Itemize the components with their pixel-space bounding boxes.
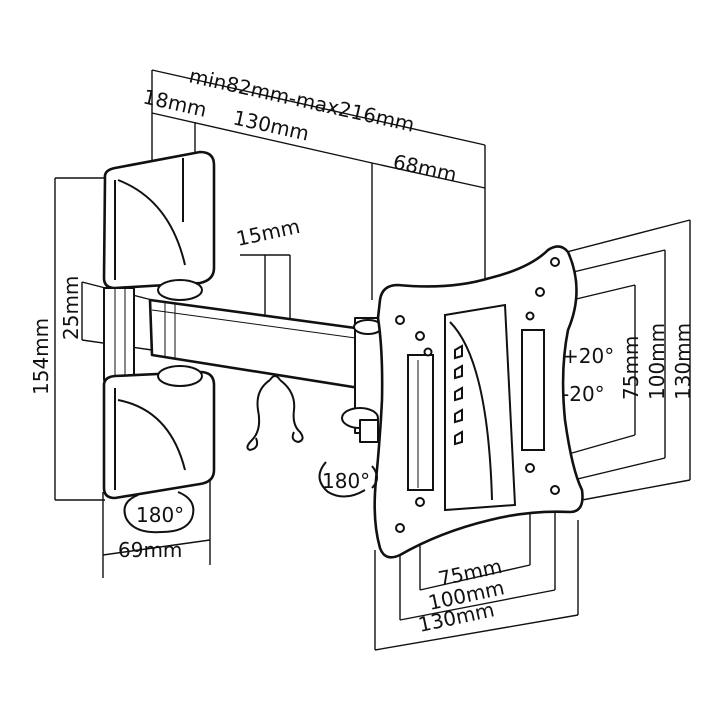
wall-swivel-label: 180° <box>136 503 184 527</box>
vesa-vertical-130-label: 130mm <box>671 323 695 400</box>
vesa-holes <box>395 257 560 533</box>
dimension-lines <box>54 69 691 651</box>
vesa-plate <box>373 245 584 559</box>
rotation-arrows <box>123 461 378 534</box>
tilt-down-label: -20° <box>562 382 605 406</box>
arm-height-label: 15mm <box>234 214 302 251</box>
wall-plate-height-label: 154mm <box>29 318 53 395</box>
tilt-up-label: +20° <box>562 344 614 368</box>
head-depth-label: 68mm <box>391 149 459 186</box>
arm-thickness-label: 25mm <box>59 276 83 340</box>
wall-plate-depth-label: 18mm <box>141 84 209 121</box>
arm-swivel-label: 180° <box>322 469 370 493</box>
wall-plate <box>102 150 216 500</box>
rotation-labels: 180° 180° +20° -20° <box>136 344 614 527</box>
vesa-vertical-75-label: 75mm <box>619 336 643 400</box>
wall-plate-width-label: 69mm <box>118 538 182 562</box>
vesa-vertical-100-label: 100mm <box>645 323 669 400</box>
